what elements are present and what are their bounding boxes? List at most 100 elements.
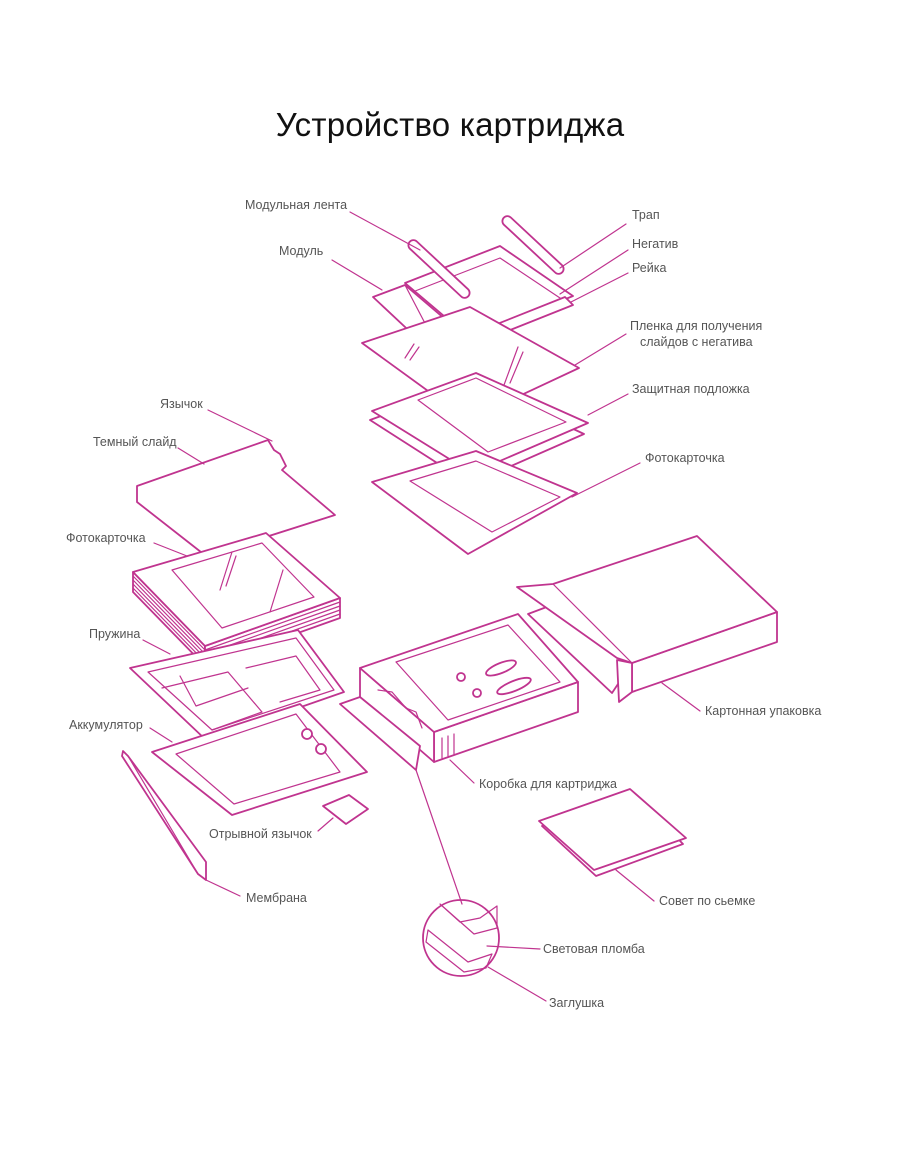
spring-wire-2 (245, 655, 321, 703)
stack-line-1 (132, 575, 206, 651)
dark-slide-part (136, 439, 336, 557)
stack-line-5 (204, 601, 341, 651)
photo-card-stack-top (132, 532, 341, 647)
light-seal-shape (439, 903, 498, 935)
leader-rail (570, 272, 629, 303)
negative-edge (409, 257, 564, 301)
label-protective-backing: Защитная подложка (632, 382, 750, 396)
label-membrane: Мембрана (246, 891, 307, 905)
page-title: Устройство картриджа (275, 106, 625, 143)
leader-shooting-tip (615, 869, 655, 902)
leader-membrane (205, 879, 241, 897)
film-glare-4 (509, 351, 524, 384)
battery-group (151, 703, 369, 825)
membrane-edge (127, 755, 199, 875)
label-shooting-tip: Совет по сьемке (659, 894, 755, 908)
label-slide-film-line2: слайдов с негатива (640, 335, 753, 349)
labels: Модульная лента Модуль Трап Негатив Рейк… (66, 198, 821, 1010)
box-hole-1 (456, 672, 466, 682)
protective-backing-part (371, 372, 589, 474)
stack-line-4 (132, 587, 206, 663)
battery-part (151, 703, 368, 816)
packaging-fold (552, 583, 633, 664)
leader-dark-slide (177, 447, 205, 465)
label-battery: Аккумулятор (69, 718, 143, 732)
label-plug: Заглушка (549, 996, 604, 1010)
protective-backing-window (417, 377, 567, 453)
stack-glare-1 (219, 551, 233, 591)
label-trap: Трап (632, 208, 660, 222)
leader-negative (559, 249, 629, 295)
protective-backing-group (369, 372, 589, 485)
box-hole-2 (472, 688, 482, 698)
label-rail: Рейка (632, 261, 666, 275)
photo-card-top-window (409, 460, 561, 533)
leader-tongue (207, 409, 273, 442)
leader-light-seal (486, 945, 541, 950)
leader-slide-film (574, 333, 627, 366)
leader-protective-backing (587, 393, 629, 416)
shooting-tip-part (538, 788, 687, 871)
leader-box-to-detail (415, 769, 463, 905)
battery-inner (175, 713, 341, 805)
leader-battery (149, 727, 173, 743)
label-cartridge-box: Коробка для картриджа (479, 777, 617, 791)
stack-glare-3 (269, 569, 284, 613)
box-slot-2 (496, 676, 532, 696)
label-dark-slide: Темный слайд (93, 435, 177, 449)
box-top (359, 613, 579, 733)
cartridge-box-group (339, 613, 579, 771)
leader-cartridge-box (449, 759, 475, 784)
dark-slide-group (136, 439, 336, 557)
stack-glare-2 (225, 555, 237, 587)
leader-module (331, 259, 383, 291)
label-spring: Пружина (89, 627, 140, 641)
leader-photo-card-top (571, 462, 641, 498)
label-light-seal: Световая пломба (543, 942, 645, 956)
box-slot-1 (485, 659, 517, 677)
packaging-flap (616, 659, 633, 703)
label-photo-card-top: Фотокарточка (645, 451, 725, 465)
leader-spring (142, 639, 171, 655)
leader-modular-tape (349, 211, 421, 251)
photo-card-top-part (371, 450, 578, 555)
film-glare-3 (503, 346, 519, 386)
label-cardboard-packaging: Картонная упаковка (705, 704, 821, 718)
label-tongue: Язычок (160, 397, 203, 411)
tear-tab-part (322, 794, 369, 825)
trap-part (501, 215, 565, 275)
leader-tear-tab (317, 817, 334, 832)
cardboard-packaging-group (516, 535, 778, 703)
photo-card-top-group (371, 450, 578, 555)
plug-shape (425, 929, 493, 973)
label-slide-film-line1: Пленка для получения (630, 319, 762, 333)
stack-line-3 (132, 583, 206, 659)
spring-wire-3 (179, 675, 249, 707)
label-modular-tape: Модульная лента (245, 198, 347, 212)
light-seal-detail-group (422, 899, 500, 977)
leader-trap (559, 223, 627, 269)
leader-cardboard-packaging (661, 682, 701, 712)
film-glare-2 (409, 346, 420, 361)
label-tear-tab: Отрывной язычок (209, 827, 312, 841)
battery-contact-1 (301, 728, 313, 740)
spring-inner (147, 637, 335, 731)
label-photo-card-stack: Фотокарточка (66, 531, 146, 545)
film-glare-1 (404, 343, 415, 359)
battery-contact-2 (315, 743, 327, 755)
box-flap (339, 696, 421, 771)
spring-group (129, 629, 345, 741)
leader-lines (142, 211, 701, 1002)
leader-plug (487, 966, 547, 1002)
label-negative: Негатив (632, 237, 679, 251)
leader-photo-card-stack (153, 542, 188, 557)
label-module: Модуль (279, 244, 323, 258)
modular-tape-part (407, 239, 471, 299)
stack-line-2 (132, 579, 206, 655)
spring-wire-1 (161, 671, 263, 731)
shooting-tip-group (538, 788, 687, 877)
box-top-inner (395, 624, 561, 721)
box-flap-edge (377, 689, 423, 729)
